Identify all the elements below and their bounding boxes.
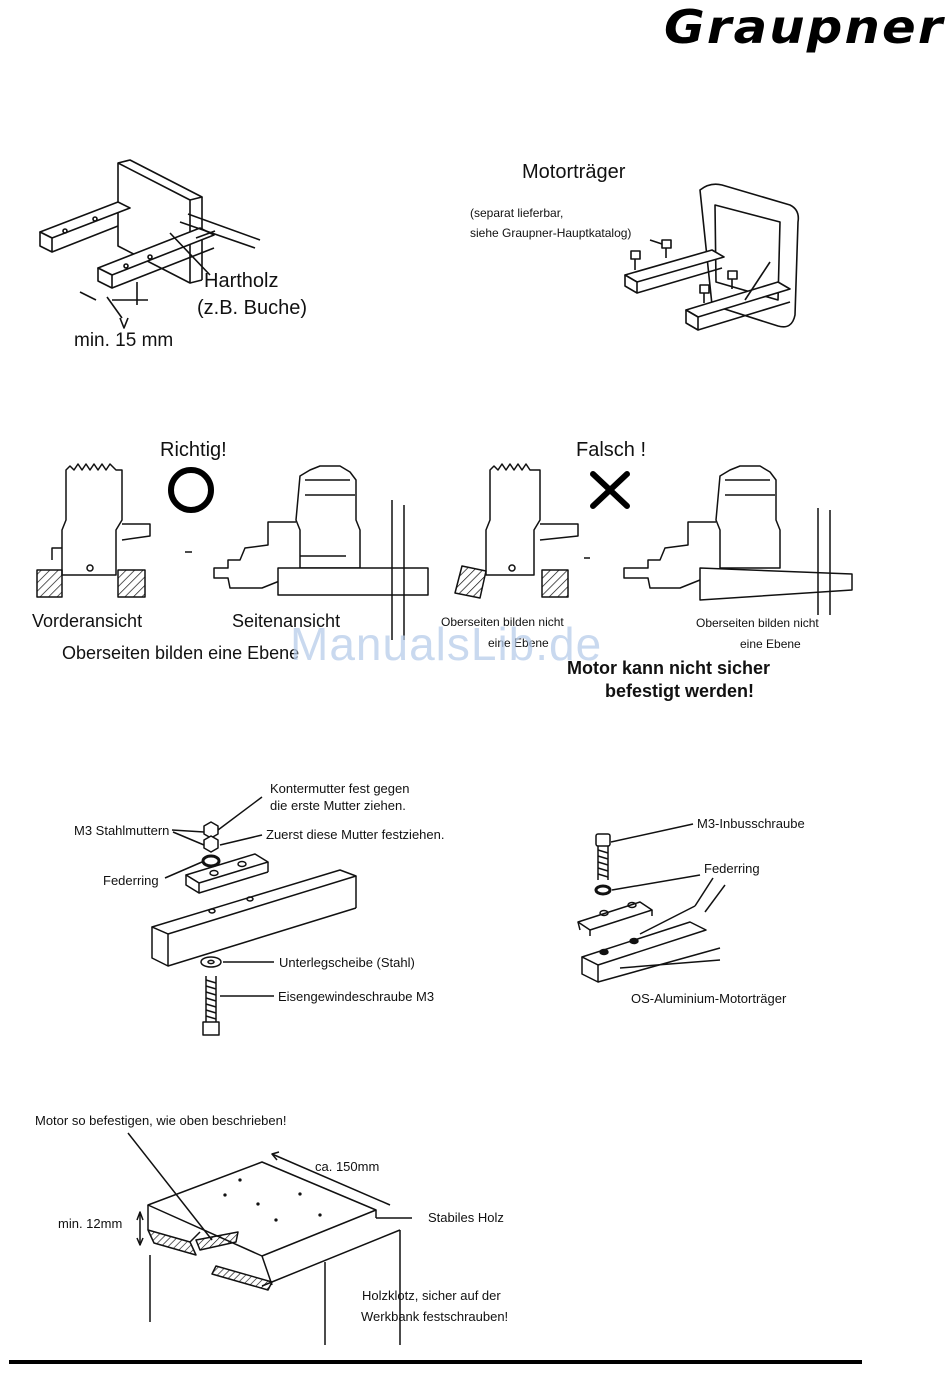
os-mount-label: OS-Aluminium-Motorträger [631,991,787,1006]
warning-line-2: befestigt werden! [605,681,755,701]
hardwood-example-label: (z.B. Buche) [197,297,308,319]
allen-screw-label: M3-Inbusschraube [697,816,805,831]
fix-motor-label: Motor so befestigen, wie oben beschriebe… [35,1113,287,1128]
spring-washer-right-label: Federring [704,861,760,876]
correct-circle-icon [168,467,214,513]
spring-washer-left-label: Federring [103,873,159,888]
same-plane-label: Oberseiten bilden eine Ebene [62,643,300,663]
front-view-label: Vorderansicht [32,611,143,631]
not-same-plane-left-1: Oberseiten bilden nicht [441,615,564,629]
counter-nut-line-1: Kontermutter fest gegen [270,781,410,796]
not-same-plane-right-1: Oberseiten bilden nicht [696,616,819,630]
min-thickness-label: min. 12mm [58,1216,123,1231]
brand-logo: Graupner [664,0,945,54]
length-label: ca. 150mm [315,1159,380,1174]
block-line-2: Werkbank festschrauben! [361,1309,509,1324]
motor-mount-note-2: siehe Graupner-Hauptkatalog) [470,226,632,240]
wrong-label: Falsch ! [576,439,647,461]
stable-wood-label: Stabiles Holz [428,1210,504,1225]
correct-label: Richtig! [160,439,227,461]
not-same-plane-right-2: eine Ebene [740,637,801,651]
watermark: ManualsLib.de [290,618,603,670]
side-view-label: Seitenansicht [232,611,341,631]
bottom-rule [9,1360,862,1364]
motor-mount-title: Motorträger [522,161,626,183]
tighten-first-label: Zuerst diese Mutter festziehen. [266,827,445,842]
steel-nuts-label: M3 Stahlmuttern [74,823,170,838]
washer-label: Unterlegscheibe (Stahl) [279,955,415,970]
counter-nut-line-2: die erste Mutter ziehen. [270,798,406,813]
thread-screw-label: Eisengewindeschraube M3 [278,989,435,1004]
block-line-1: Holzklotz, sicher auf der [362,1288,501,1303]
warning-line-1: Motor kann nicht sicher [567,658,771,678]
not-same-plane-left-2: eine Ebene [488,636,549,650]
motor-mount-note-1: (separat lieferbar, [470,206,564,220]
wrong-cross-icon [590,471,630,509]
hardwood-label: Hartholz [204,270,279,292]
min-dimension-label: min. 15 mm [74,330,174,351]
